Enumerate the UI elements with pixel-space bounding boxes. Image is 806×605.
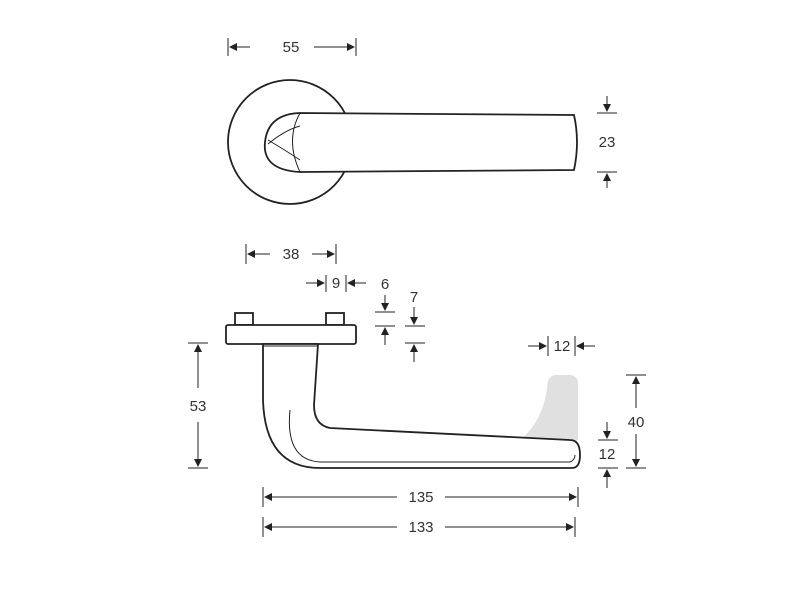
label-neck-width: 9	[332, 275, 340, 292]
label-rose-to-neck: 38	[283, 246, 300, 263]
lever-top	[263, 112, 578, 173]
label-total-length: 135	[408, 489, 433, 506]
lever-side	[262, 343, 581, 469]
dim-stud-height: 7	[405, 289, 425, 362]
dim-lever-height-top: 23	[597, 96, 617, 188]
dim-total-length: 135	[262, 487, 579, 507]
label-handle-projection: 53	[190, 398, 207, 415]
dim-rose-diameter: 55	[227, 38, 357, 56]
dim-rose-to-neck: 38	[245, 244, 337, 264]
label-rose-thickness: 6	[381, 276, 389, 293]
label-lever-height-top: 23	[599, 134, 616, 151]
side-view	[225, 312, 581, 469]
rose-plate	[225, 324, 357, 345]
dim-end-width: 12	[528, 336, 595, 356]
dim-lever-thickness: 12	[598, 422, 618, 488]
label-lever-length: 133	[408, 519, 433, 536]
label-end-height: 40	[628, 414, 645, 431]
label-stud-height: 7	[410, 289, 418, 306]
dim-handle-projection: 53	[188, 342, 208, 469]
dim-lever-length: 133	[262, 517, 576, 537]
label-lever-thickness: 12	[599, 446, 616, 463]
stud-right	[325, 312, 345, 326]
stud-left	[234, 312, 254, 326]
label-rose-diameter: 55	[283, 39, 300, 56]
label-end-width: 12	[554, 338, 571, 355]
dim-end-height: 40	[626, 374, 646, 469]
dim-rose-thickness: 6	[375, 276, 395, 345]
dim-neck-width: 9	[306, 275, 366, 292]
top-view	[227, 79, 578, 205]
